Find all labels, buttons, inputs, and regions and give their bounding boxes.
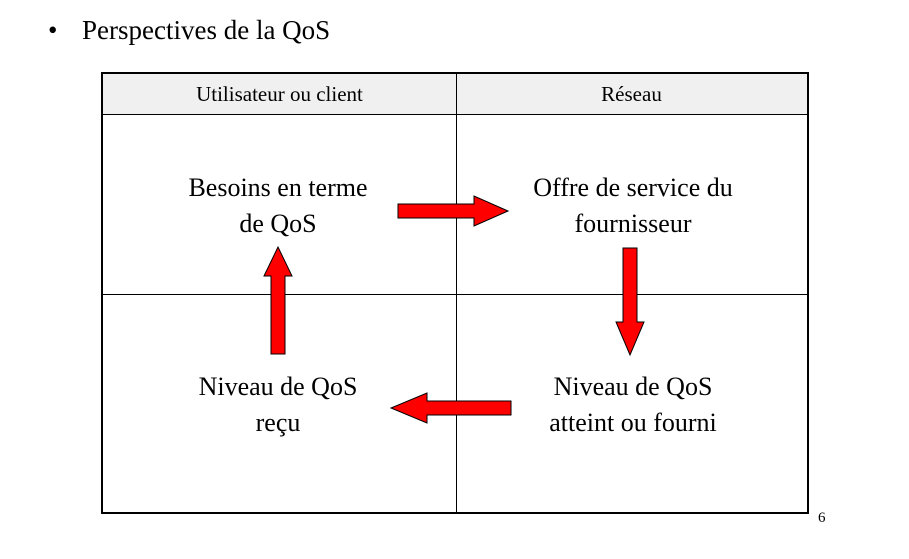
header-user-client: Utilisateur ou client xyxy=(196,82,363,106)
cell-qos-achieved-line-2: atteint ou fourni xyxy=(549,408,717,437)
arrow-down-icon xyxy=(615,247,645,357)
cell-qos-needs: Besoins en terme de QoS xyxy=(143,170,413,242)
bullet-symbol: • xyxy=(48,15,58,45)
horizontal-divider xyxy=(103,294,807,295)
cell-qos-achieved: Niveau de QoS atteint ou fourni xyxy=(488,369,778,441)
cell-qos-received-line-1: Niveau de QoS xyxy=(198,372,358,401)
cell-provider-offer-line-2: fournisseur xyxy=(574,209,692,238)
arrow-right-icon xyxy=(397,195,510,227)
slide-title: Perspectives de la QoS xyxy=(82,15,331,45)
cell-qos-needs-line-2: de QoS xyxy=(239,209,317,238)
cell-provider-offer: Offre de service du fournisseur xyxy=(488,170,778,242)
cell-qos-needs-line-1: Besoins en terme xyxy=(188,173,368,202)
cell-qos-received: Niveau de QoS reçu xyxy=(143,369,413,441)
cell-qos-achieved-line-1: Niveau de QoS xyxy=(553,372,713,401)
diagram-header-row: Utilisateur ou client Réseau xyxy=(103,74,807,115)
arrow-left-icon xyxy=(389,392,512,424)
cell-provider-offer-line-1: Offre de service du xyxy=(533,173,733,202)
arrow-up-icon xyxy=(263,245,293,355)
header-network: Réseau xyxy=(601,82,662,106)
qos-diagram: Utilisateur ou client Réseau Besoins en … xyxy=(101,72,809,514)
page-number: 6 xyxy=(818,510,826,526)
bullet-line: • Perspectives de la QoS xyxy=(48,12,330,48)
cell-qos-received-line-2: reçu xyxy=(255,408,301,437)
vertical-divider xyxy=(456,74,457,512)
